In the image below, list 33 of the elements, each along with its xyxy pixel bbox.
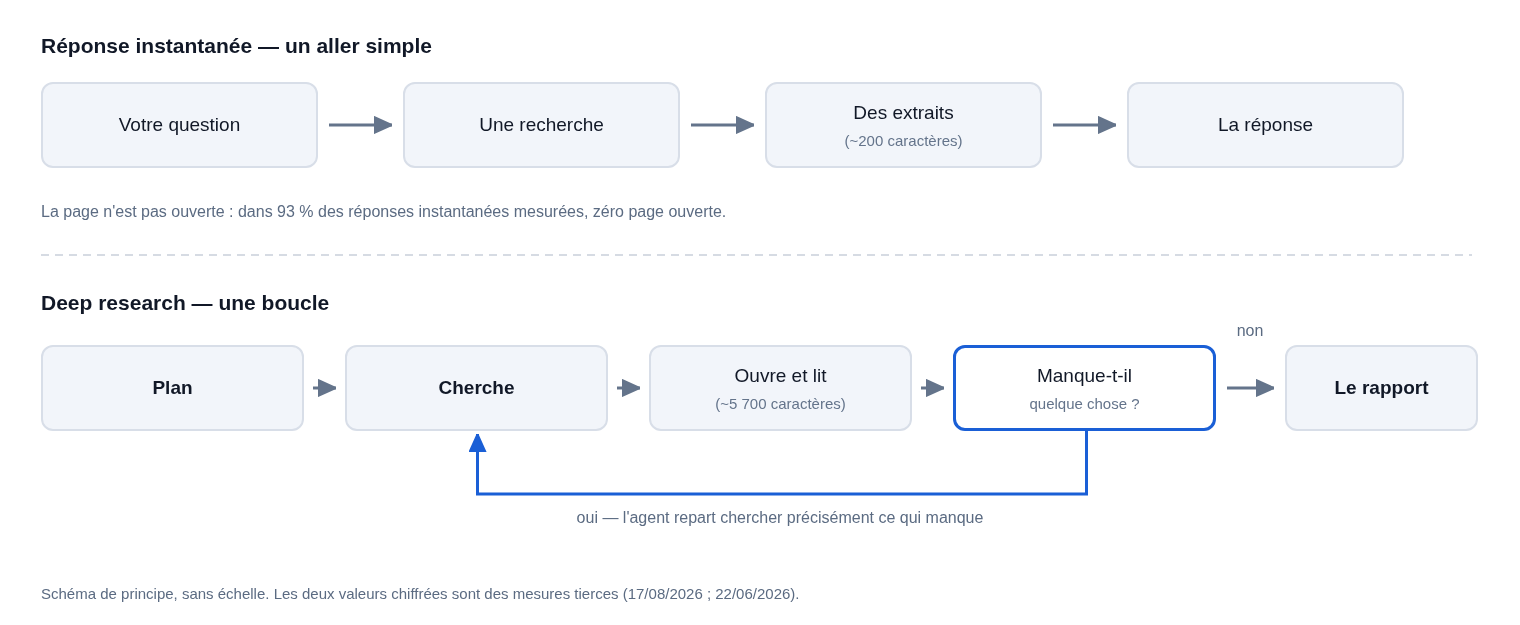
step-label: Le rapport [1334,377,1429,399]
step-label: Votre question [118,114,241,136]
arrow [617,379,641,397]
step-detail: (~200 caractères) [844,131,963,149]
step-label: Une recherche [479,114,604,136]
arrow [1053,116,1117,134]
arrow [1227,379,1275,397]
step-label: Des extraits [853,101,954,124]
process-box [41,345,304,431]
process-box [345,345,608,431]
step-label: Cherche [438,377,515,399]
arrow [921,379,945,397]
step-label: Manque-t-il [1036,364,1132,387]
process-box [1127,82,1404,168]
step-detail: quelque chose ? [1029,394,1140,412]
arrow [329,116,393,134]
decision-box [953,345,1216,431]
arrow [468,431,1088,496]
caption: Schéma de principe, sans échelle. Les deux valeurs chiffrées sont des mesures tierces (17/08/2026 ; 22/06/2026). [41,585,800,602]
step-label: Ouvre et lit [734,364,827,387]
process-box [1285,345,1478,431]
section-heading: Réponse instantanée — un aller simple [41,34,432,58]
step-label: La réponse [1217,114,1314,136]
arrow [313,379,337,397]
process-box [765,82,1042,168]
step-detail: (~5 700 caractères) [715,394,846,412]
process-box [403,82,680,168]
process-box [41,82,318,168]
step-label: Plan [152,377,193,399]
section-heading: Deep research — une boucle [41,291,330,315]
arrow [691,116,755,134]
note: La page n'est pas ouverte : dans 93 % des réponses instantanées mesurées, zéro page ouverte. [41,203,727,221]
process-box [649,345,912,431]
